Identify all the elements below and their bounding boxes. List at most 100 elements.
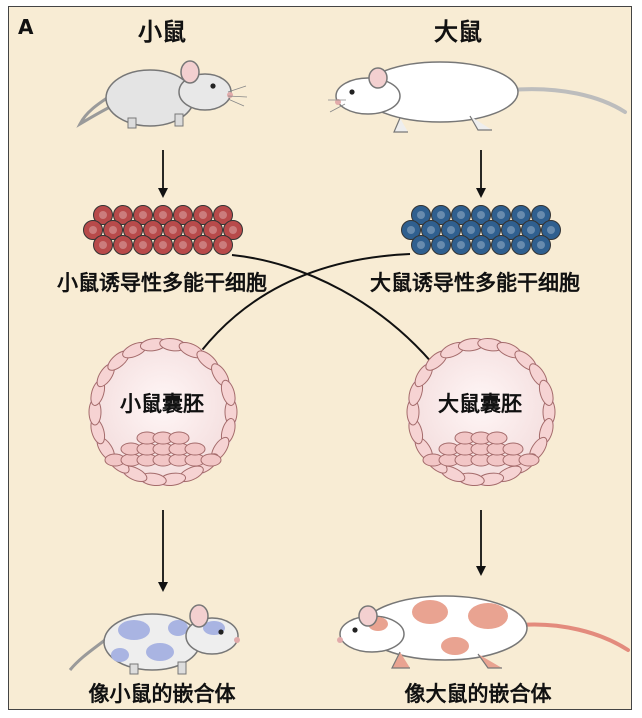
rat-ipsc-cell-nucleus: [417, 211, 425, 219]
mouse-ipsc-cell-nucleus: [109, 226, 117, 234]
mouse-ipsc-cell: [193, 205, 213, 225]
rat-ipsc-cell: [471, 235, 491, 255]
mouse-ipsc-cell: [113, 205, 133, 225]
rat-ipsc-cell-nucleus: [507, 226, 515, 234]
mouse-chimera-label: 像小鼠的嵌合体: [89, 682, 237, 706]
mouse-ipsc-cell-nucleus: [199, 211, 207, 219]
rat-ipsc-cell-nucleus: [427, 226, 435, 234]
rat-ipsc-cell-nucleus: [497, 241, 505, 249]
rat-chimera-label: 像大鼠的嵌合体: [405, 682, 553, 706]
mouse-ipsc-cell-nucleus: [119, 241, 127, 249]
mouse-ipsc-cell: [183, 220, 203, 240]
mouse-ipsc-label: 小鼠诱导性多能干细胞: [57, 271, 267, 295]
mouse-ipsc-cell: [173, 235, 193, 255]
blastocyst-trophoblast-cell: [538, 379, 554, 406]
arrow-mouse-ipsc-to-rat-blastocyst: [231, 254, 448, 382]
rat-chimera-illustration: [337, 595, 630, 669]
rat-blastocyst-label: 大鼠囊胚: [438, 392, 522, 416]
mouse-ipsc-cell-nucleus: [89, 226, 97, 234]
rat-ipsc-cell: [491, 235, 511, 255]
rat-ipsc-cell: [471, 205, 491, 225]
panel-letter: A: [18, 15, 34, 39]
mouse-ipsc-cell-nucleus: [149, 226, 157, 234]
mouse-blastocyst-label: 小鼠囊胚: [120, 392, 204, 416]
mouse-ipsc-cell-nucleus: [159, 211, 167, 219]
rat-ipsc-cell-nucleus: [537, 211, 545, 219]
mouse-ipsc-cell-nucleus: [219, 211, 227, 219]
mouse-ipsc-cell: [133, 205, 153, 225]
rat-blastocyst: [406, 337, 556, 487]
rat-title: 大鼠: [434, 18, 482, 46]
mouse-ipsc-cell-nucleus: [219, 241, 227, 249]
blastocyst-inner-cell: [200, 453, 222, 467]
rat-ipsc-cell-nucleus: [527, 226, 535, 234]
blastocyst-trophoblast-cell: [220, 379, 236, 406]
mouse-ipsc-cell-nucleus: [139, 211, 147, 219]
rat-ipsc-cell: [451, 205, 471, 225]
mouse-ipsc-cell: [193, 235, 213, 255]
rat-ipsc-cell: [511, 235, 531, 255]
mouse-ipsc-cell: [173, 205, 193, 225]
rat-ipsc-cell-nucleus: [487, 226, 495, 234]
rat-illustration: [328, 61, 627, 133]
rat-ipsc-cell-nucleus: [457, 211, 465, 219]
rat-ipsc-cell-nucleus: [437, 211, 445, 219]
mouse-ipsc-cell: [83, 220, 103, 240]
mouse-ipsc-cluster: [83, 205, 243, 255]
mouse-ipsc-cell: [153, 205, 173, 225]
blastocyst-inner-cell: [168, 431, 190, 445]
mouse-ipsc-cell: [123, 220, 143, 240]
mouse-ipsc-cell: [213, 205, 233, 225]
mouse-ipsc-cell: [93, 205, 113, 225]
rat-ipsc-cell-nucleus: [417, 241, 425, 249]
rat-ipsc-cell-nucleus: [537, 241, 545, 249]
rat-ipsc-cell: [531, 235, 551, 255]
blastocyst-inner-cell: [502, 442, 524, 456]
rat-ipsc-cluster: [401, 205, 561, 255]
mouse-ipsc-cell: [133, 235, 153, 255]
rat-ipsc-cell-nucleus: [477, 211, 485, 219]
mouse-ipsc-cell: [223, 220, 243, 240]
mouse-ipsc-cell-nucleus: [99, 211, 107, 219]
rat-ipsc-cell-nucleus: [497, 211, 505, 219]
rat-ipsc-cell: [401, 220, 421, 240]
rat-ipsc-cell-nucleus: [467, 226, 475, 234]
rat-ipsc-cell-nucleus: [437, 241, 445, 249]
mouse-ipsc-cell-nucleus: [229, 226, 237, 234]
rat-ipsc-cell: [421, 220, 441, 240]
mouse-ipsc-cell-nucleus: [189, 226, 197, 234]
rat-ipsc-cell-nucleus: [517, 241, 525, 249]
rat-ipsc-cell: [431, 205, 451, 225]
mouse-ipsc-cell-nucleus: [129, 226, 137, 234]
rat-ipsc-cell: [431, 235, 451, 255]
rat-ipsc-cell: [521, 220, 541, 240]
blastocyst-inner-cell: [518, 453, 540, 467]
mouse-illustration: [76, 60, 248, 129]
mouse-ipsc-cell-nucleus: [179, 241, 187, 249]
mouse-ipsc-cell-nucleus: [99, 241, 107, 249]
mouse-ipsc-cell-nucleus: [209, 226, 217, 234]
mouse-ipsc-cell: [103, 220, 123, 240]
rat-ipsc-cell: [441, 220, 461, 240]
blastocyst-inner-cell: [486, 431, 508, 445]
rat-ipsc-cell: [501, 220, 521, 240]
mouse-ipsc-cell-nucleus: [179, 211, 187, 219]
mouse-chimera-illustration: [68, 604, 240, 675]
rat-ipsc-cell: [411, 235, 431, 255]
mouse-ipsc-cell: [163, 220, 183, 240]
rat-ipsc-cell-nucleus: [407, 226, 415, 234]
rat-ipsc-cell-nucleus: [547, 226, 555, 234]
rat-ipsc-cell-nucleus: [447, 226, 455, 234]
rat-ipsc-cell: [541, 220, 561, 240]
mouse-ipsc-cell: [93, 235, 113, 255]
mouse-ipsc-cell-nucleus: [139, 241, 147, 249]
mouse-ipsc-cell: [153, 235, 173, 255]
mouse-title: 小鼠: [138, 18, 186, 46]
rat-ipsc-cell-nucleus: [457, 241, 465, 249]
mouse-ipsc-cell: [143, 220, 163, 240]
mouse-ipsc-cell: [113, 235, 133, 255]
arrow-rat-ipsc-to-mouse-blastocyst: [184, 253, 411, 374]
rat-ipsc-cell-nucleus: [477, 241, 485, 249]
rat-ipsc-cell: [491, 205, 511, 225]
